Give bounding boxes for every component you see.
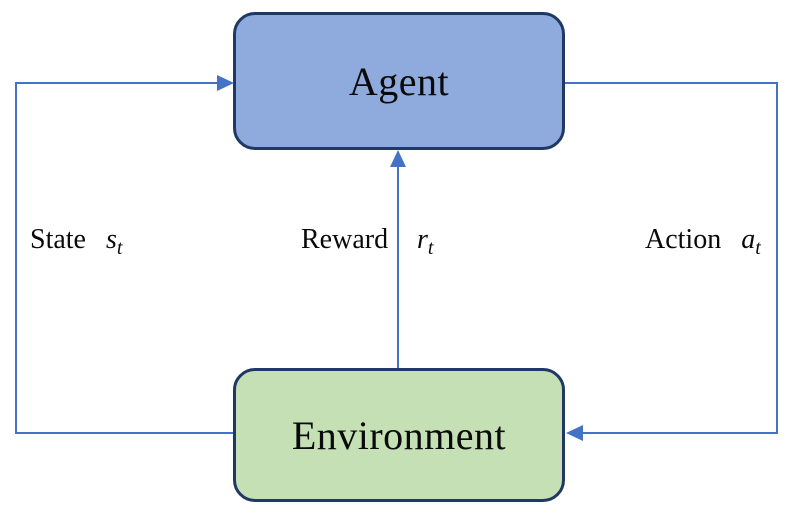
state-edge-bottom-segment (15, 432, 235, 434)
agent-node: Agent (233, 12, 565, 150)
reward-variable: rt (417, 224, 434, 259)
state-word: State (30, 224, 86, 255)
reward-edge-segment (397, 165, 399, 369)
state-arrowhead-icon (217, 75, 234, 91)
action-variable: at (741, 224, 761, 259)
reward-arrowhead-icon (390, 150, 406, 167)
agent-node-label: Agent (348, 58, 450, 104)
action-subscript: t (755, 237, 761, 259)
action-edge-vertical-segment (776, 82, 778, 434)
state-variable: st (106, 224, 123, 259)
environment-node-label: Environment (291, 412, 507, 458)
action-edge-label: Action at (645, 224, 761, 259)
state-edge-vertical-segment (15, 82, 17, 434)
action-edge-top-segment (564, 82, 778, 84)
action-word: Action (645, 224, 722, 255)
state-edge-top-segment (15, 82, 221, 84)
action-edge-bottom-segment (582, 432, 778, 434)
reward-subscript: t (427, 237, 434, 259)
action-arrowhead-icon (566, 425, 583, 441)
state-subscript: t (116, 237, 123, 259)
environment-node: Environment (233, 368, 565, 502)
reward-word: Reward (301, 224, 389, 255)
reward-edge-label: Reward (301, 224, 388, 256)
